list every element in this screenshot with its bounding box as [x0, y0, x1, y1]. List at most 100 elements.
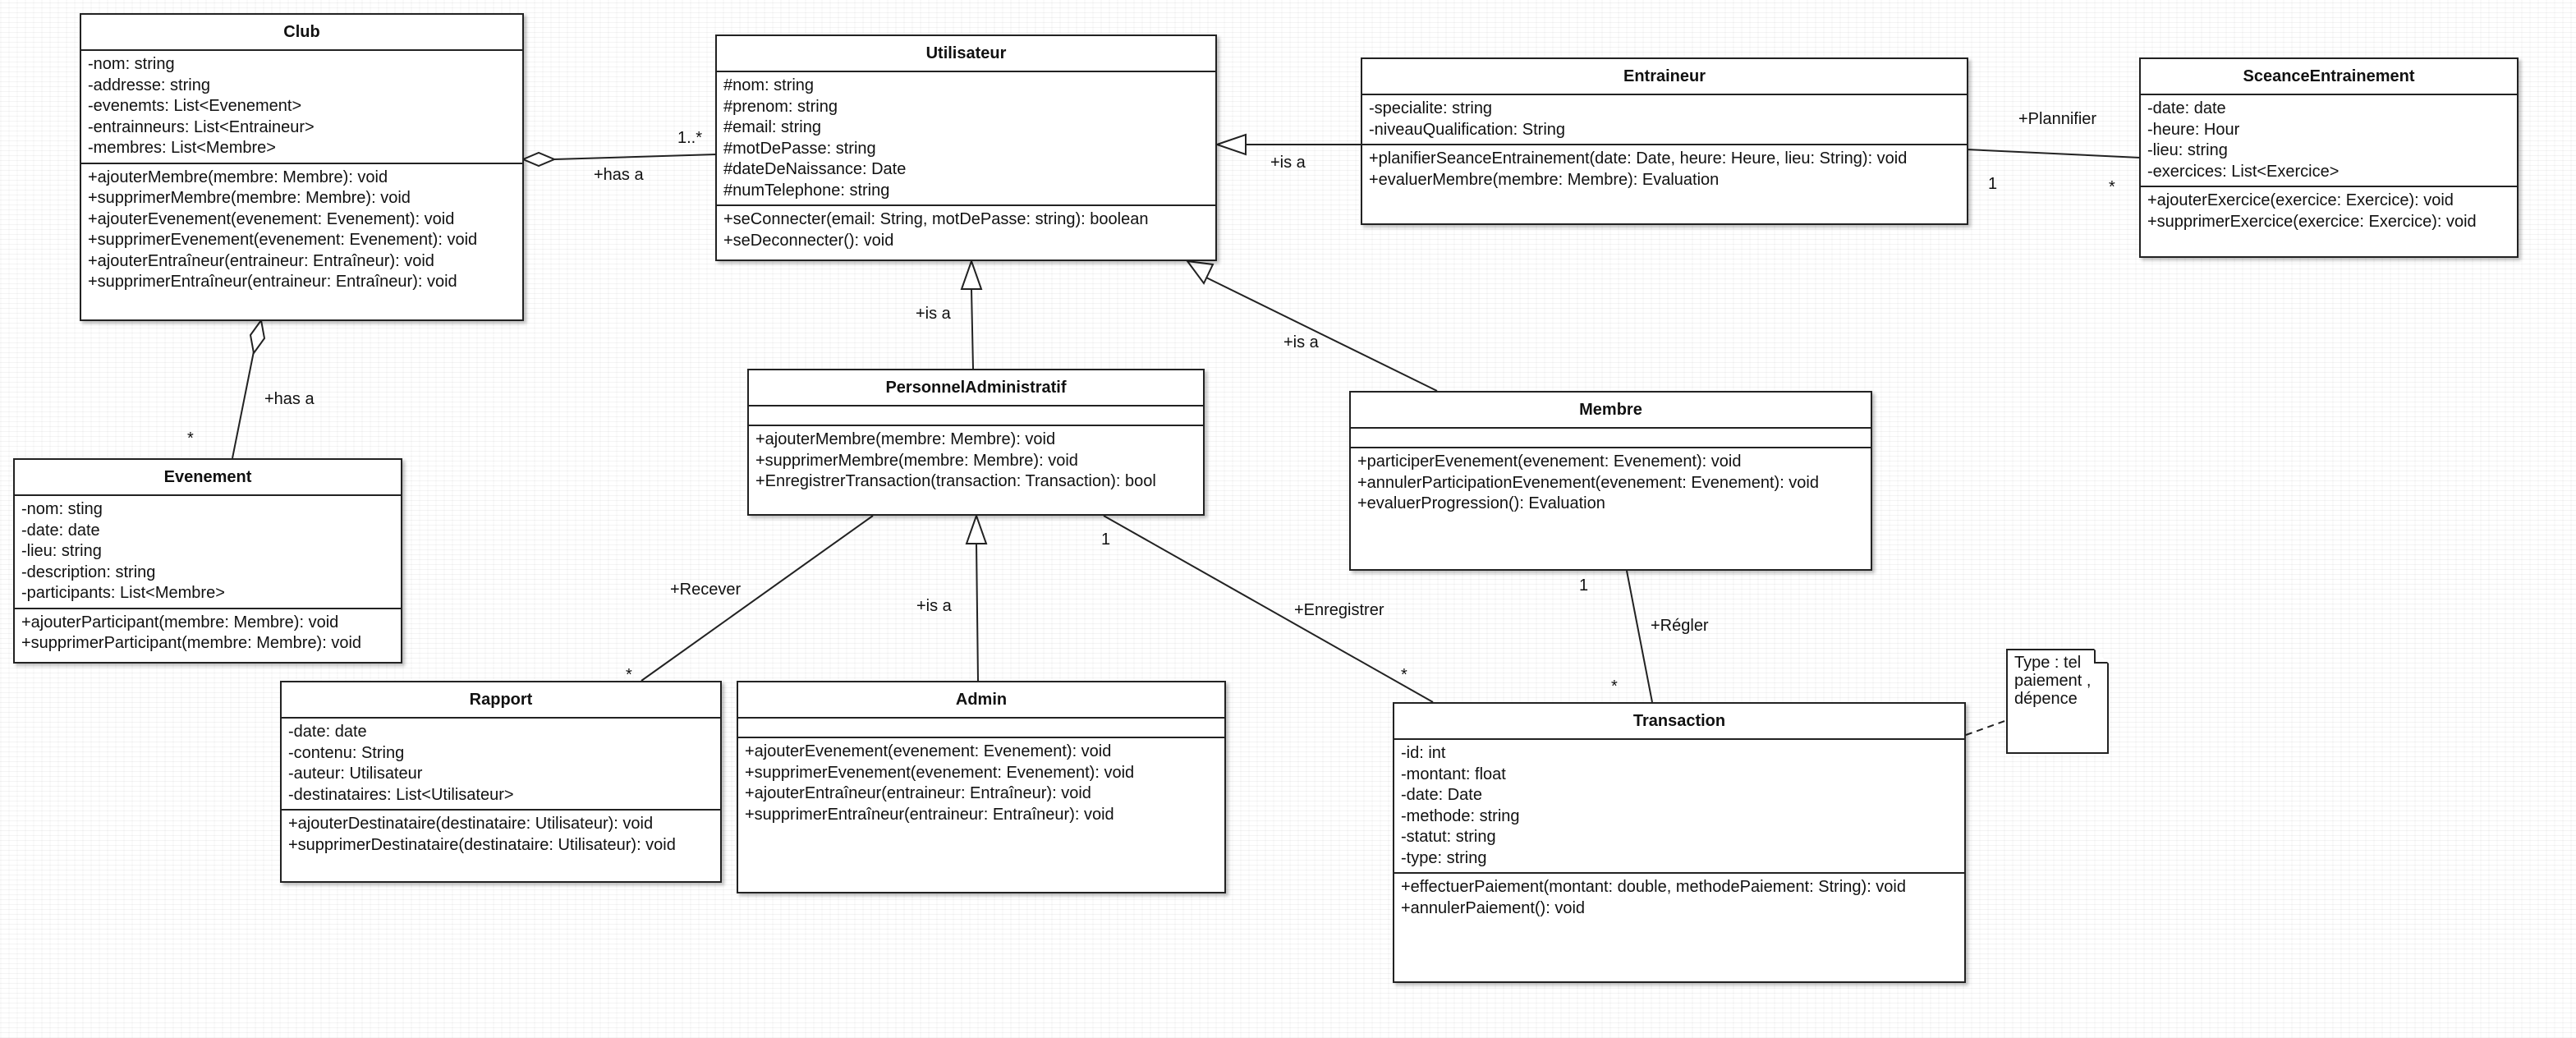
- label-is-a-personnel: +is a: [916, 305, 951, 323]
- class-entraineur[interactable]: Entraineur -specialite: string -niveauQu…: [1361, 57, 1968, 225]
- edge-admin-personnel: [976, 543, 979, 682]
- class-title: Transaction: [1394, 704, 1964, 740]
- operation: +effectuerPaiement(montant: double, meth…: [1401, 878, 1906, 896]
- label-recever: +Recever: [670, 581, 742, 599]
- attribute: -niveauQualification: String: [1369, 120, 1566, 139]
- operation: +seDeconnecter(): void: [723, 231, 894, 250]
- attribute: -date: date: [288, 723, 367, 741]
- edge-entraineur-seance: [1966, 149, 2141, 158]
- note-line: Type : tel: [2014, 654, 2082, 672]
- multiplicity-1-enregistrer: 1: [1101, 530, 1111, 549]
- label-has-a-club-evenement: +has a: [264, 390, 315, 408]
- operation: +supprimerEntraîneur(entraineur: Entraîn…: [88, 273, 457, 291]
- label-is-a-membre: +is a: [1283, 333, 1319, 351]
- class-personnel-administratif[interactable]: PersonnelAdministratif +ajouterMembre(me…: [747, 369, 1205, 516]
- operation: +supprimerDestinataire(destinataire: Uti…: [288, 835, 676, 854]
- operation: +supprimerEntraîneur(entraineur: Entraîn…: [745, 805, 1114, 824]
- inheritance-arrow-personnel: [960, 258, 983, 290]
- attribute: -entrainneurs: List<Entraineur>: [88, 117, 315, 136]
- operation: +seConnecter(email: String, motDePasse: …: [723, 210, 1149, 228]
- edge-club-utilisateur: [553, 154, 717, 160]
- edge-club-evenement-line: [232, 351, 255, 459]
- operations-compartment: +ajouterEvenement(evenement: Evenement):…: [738, 738, 1224, 829]
- operation: +supprimerParticipant(membre: Membre): v…: [21, 634, 362, 652]
- multiplicity-star-regler: *: [1611, 677, 1618, 696]
- attribute: -addresse: string: [88, 76, 210, 94]
- operation: +ajouterEvenement(evenement: Evenement):…: [88, 209, 455, 228]
- note-line: paiement ,: [2014, 672, 2092, 690]
- class-rapport[interactable]: Rapport -date: date -contenu: String -au…: [280, 681, 722, 883]
- attribute: #email: string: [723, 118, 821, 136]
- attribute: -exercices: List<Exercice>: [2147, 162, 2340, 181]
- operations-compartment: +planifierSeanceEntrainement(date: Date,…: [1362, 145, 1967, 194]
- class-title: Utilisateur: [717, 36, 1215, 72]
- label-has-a-club-utilisateur: +has a: [594, 166, 644, 184]
- attribute: -date: Date: [1401, 786, 1482, 804]
- attribute: -description: string: [21, 563, 156, 581]
- class-utilisateur[interactable]: Utilisateur #nom: string #prenom: string…: [715, 34, 1217, 261]
- attributes-compartment: -nom: sting -date: date -lieu: string -d…: [15, 496, 401, 609]
- note-transaction-type[interactable]: Type : tel paiement , dépence: [2006, 649, 2109, 754]
- note-line: dépence: [2014, 690, 2078, 708]
- attribute: -heure: Hour: [2147, 120, 2240, 139]
- operation: +planifierSeanceEntrainement(date: Date,…: [1369, 149, 1908, 168]
- attribute: -date: date: [2147, 99, 2226, 117]
- operation: +evaluerMembre(membre: Membre): Evaluati…: [1369, 170, 1720, 189]
- operations-compartment: +participerEvenement(evenement: Evenemen…: [1351, 448, 1871, 518]
- aggregation-diamond-club-evenement: [249, 318, 266, 356]
- class-title: SceanceEntrainement: [2141, 59, 2517, 95]
- class-title: Evenement: [15, 460, 401, 496]
- attribute: #nom: string: [723, 76, 815, 94]
- operation: +participerEvenement(evenement: Evenemen…: [1357, 452, 1742, 471]
- operation: +ajouterExercice(exercice: Exercice): vo…: [2147, 191, 2454, 209]
- class-title: Club: [81, 15, 522, 51]
- inheritance-arrow-membre: [1185, 260, 1215, 285]
- label-is-a-entraineur: +is a: [1270, 154, 1306, 172]
- label-enregistrer: +Enregistrer: [1294, 601, 1384, 619]
- operation: +ajouterParticipant(membre: Membre): voi…: [21, 613, 339, 632]
- edge-personnel-utilisateur: [971, 288, 974, 370]
- operation: +ajouterMembre(membre: Membre): void: [755, 430, 1056, 448]
- class-seance-entrainement[interactable]: SceanceEntrainement -date: date -heure: …: [2139, 57, 2519, 258]
- operation: +supprimerEvenement(evenement: Evenement…: [745, 763, 1135, 782]
- attribute: -methode: string: [1401, 806, 1520, 825]
- attribute: -lieu: string: [21, 542, 102, 560]
- operation: +supprimerExercice(exercice: Exercice): …: [2147, 212, 2477, 231]
- operations-compartment: +ajouterDestinataire(destinataire: Utili…: [282, 811, 720, 859]
- multiplicity-star-plannifier: *: [2109, 178, 2115, 196]
- attributes-compartment: -date: date -heure: Hour -lieu: string -…: [2141, 95, 2517, 187]
- operations-compartment: +ajouterMembre(membre: Membre): void +su…: [749, 426, 1203, 496]
- attribute: -id: int: [1401, 744, 1446, 762]
- multiplicity-1-star: 1..*: [677, 129, 703, 147]
- operations-compartment: +ajouterParticipant(membre: Membre): voi…: [15, 609, 401, 658]
- attributes-compartment: [1351, 429, 1871, 448]
- note-link: [1965, 719, 2008, 736]
- operation: +ajouterEntraîneur(entraineur: Entraîneu…: [88, 251, 434, 270]
- attribute: -membres: List<Membre>: [88, 139, 276, 157]
- attribute: #prenom: string: [723, 97, 838, 116]
- class-transaction[interactable]: Transaction -id: int -montant: float -da…: [1393, 702, 1966, 983]
- attributes-compartment: [738, 719, 1224, 738]
- attributes-compartment: -id: int -montant: float -date: Date -me…: [1394, 740, 1964, 874]
- multiplicity-star-enregistrer: *: [1401, 666, 1407, 684]
- operations-compartment: +effectuerPaiement(montant: double, meth…: [1394, 874, 1964, 922]
- class-evenement[interactable]: Evenement -nom: sting -date: date -lieu:…: [13, 458, 402, 664]
- class-title: Membre: [1351, 393, 1871, 429]
- operations-compartment: +seConnecter(email: String, motDePasse: …: [717, 206, 1215, 255]
- operation: +annulerPaiement(): void: [1401, 898, 1586, 917]
- attribute: -statut: string: [1401, 828, 1496, 846]
- label-regler: +Régler: [1651, 617, 1709, 635]
- attribute: #numTelephone: string: [723, 181, 890, 200]
- attributes-compartment: -nom: string -addresse: string -evenemts…: [81, 51, 522, 164]
- class-club[interactable]: Club -nom: string -addresse: string -eve…: [80, 13, 524, 321]
- inheritance-arrow-entraineur: [1214, 133, 1247, 156]
- operation: +ajouterEvenement(evenement: Evenement):…: [745, 742, 1112, 760]
- multiplicity-1-plannifier: 1: [1988, 175, 1998, 193]
- edge-transaction-personnel: [1103, 515, 1434, 703]
- class-admin[interactable]: Admin +ajouterEvenement(evenement: Evene…: [737, 681, 1226, 893]
- edge-membre-utilisateur: [1205, 277, 1438, 392]
- attribute: #dateDeNaissance: Date: [723, 160, 907, 178]
- class-title: Rapport: [282, 682, 720, 719]
- operation: +supprimerMembre(membre: Membre): void: [755, 451, 1078, 470]
- class-membre[interactable]: Membre +participerEvenement(evenement: E…: [1349, 391, 1872, 571]
